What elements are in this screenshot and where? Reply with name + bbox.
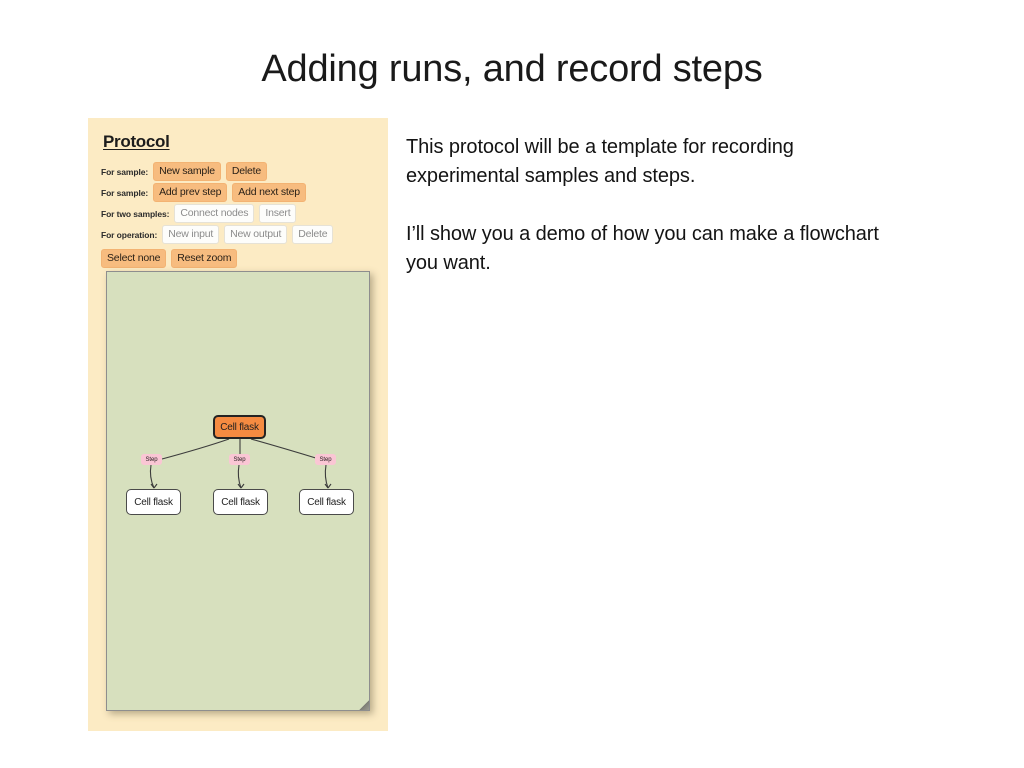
graph-node-root[interactable]: Cell flask [213,415,266,439]
row-label-for-sample-2: For sample: [101,187,149,198]
new-input-button[interactable]: New input [162,224,220,245]
protocol-app-panel: Protocol For sample: New sample Delete F… [88,118,388,731]
new-sample-button[interactable]: New sample [153,161,221,182]
select-none-button[interactable]: Select none [101,248,167,269]
protocol-toolbar: For sample: New sample Delete For sample… [101,161,381,271]
graph-node-leaf-3[interactable]: Cell flask [299,489,354,515]
toolbar-row-for-sample-1: For sample: New sample Delete [101,161,381,182]
protocol-heading: Protocol [103,132,170,151]
add-next-step-button[interactable]: Add next step [232,182,306,203]
graph-edges [149,438,332,489]
graph-node-leaf-1[interactable]: Cell flask [126,489,181,515]
delete-operation-button[interactable]: Delete [292,224,334,245]
row-label-for-sample-1: For sample: [101,166,149,177]
reset-zoom-button[interactable]: Reset zoom [171,248,238,269]
row-label-for-operation: For operation: [101,229,158,240]
toolbar-row-for-operation: For operation: New input New output Dele… [101,224,381,245]
body-paragraph-2: I’ll show you a demo of how you can make… [406,223,879,274]
delete-sample-button[interactable]: Delete [225,161,268,182]
graph-canvas[interactable]: Cell flask Step Step Step Cell flask Cel… [106,271,370,711]
graph-edge-label-step-1[interactable]: Step [141,454,162,465]
body-paragraph-1: This protocol will be a template for rec… [406,136,794,187]
toolbar-row-for-two-samples: For two samples: Connect nodes Insert [101,203,381,224]
toolbar-row-global: Select none Reset zoom [101,248,381,269]
toolbar-row-for-sample-2: For sample: Add prev step Add next step [101,182,381,203]
graph-edge-label-step-2[interactable]: Step [229,454,250,465]
graph-edge-label-step-3[interactable]: Step [315,454,336,465]
body-copy: This protocol will be a template for rec… [406,133,906,278]
page-title: Adding runs, and record steps [261,48,763,90]
canvas-resize-handle[interactable] [358,699,369,710]
insert-button[interactable]: Insert [259,203,297,224]
connect-nodes-button[interactable]: Connect nodes [174,203,255,224]
add-prev-step-button[interactable]: Add prev step [153,182,228,203]
new-output-button[interactable]: New output [224,224,288,245]
graph-node-leaf-2[interactable]: Cell flask [213,489,268,515]
row-label-for-two-samples: For two samples: [101,208,170,219]
